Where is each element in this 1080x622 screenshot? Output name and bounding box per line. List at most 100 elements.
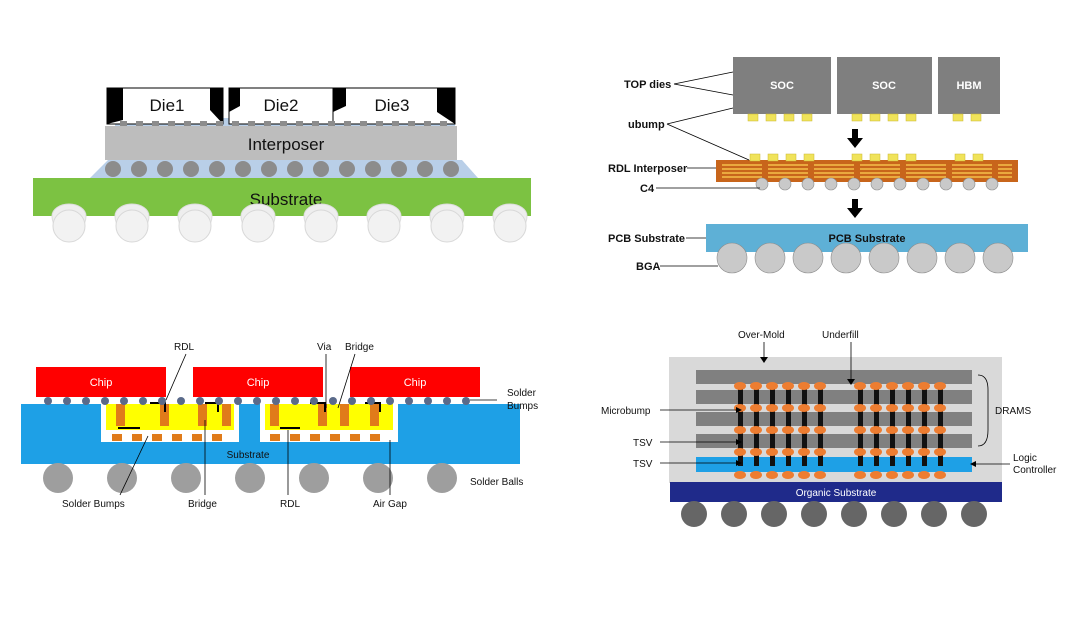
microbump — [902, 426, 914, 434]
cavity-bump — [172, 434, 182, 441]
microbump — [296, 121, 303, 126]
microbump — [918, 448, 930, 456]
microbump — [120, 121, 127, 126]
microbump — [782, 448, 794, 456]
microbump — [934, 448, 946, 456]
microbump — [248, 121, 255, 126]
solder-ball — [363, 463, 393, 493]
solder-bump — [82, 397, 90, 405]
callouts — [119, 353, 497, 496]
cavity-bump — [310, 434, 320, 441]
dram-layer — [696, 412, 972, 426]
c4-bump — [985, 177, 999, 191]
label-bridge-top: Bridge — [345, 342, 374, 353]
c4-bump — [261, 161, 277, 177]
label-over-mold: Over-Mold — [738, 330, 785, 341]
microbump — [886, 448, 898, 456]
microbump — [750, 448, 762, 456]
die-3-label: Die3 — [375, 96, 410, 115]
rdl-bump — [785, 153, 797, 162]
solder-bump — [405, 397, 413, 405]
tsv — [874, 384, 879, 466]
microbump — [782, 426, 794, 434]
c4-bump — [157, 161, 173, 177]
microbump — [168, 121, 175, 126]
microbump — [886, 426, 898, 434]
die-2-edge-left — [229, 88, 240, 112]
chip-3 — [350, 367, 480, 397]
via — [270, 404, 279, 426]
microbump — [870, 404, 882, 412]
microbump — [734, 471, 746, 479]
tsv — [906, 384, 911, 466]
label-rdl-top: RDL — [174, 342, 194, 353]
c4-bump — [801, 177, 815, 191]
solder-bump — [63, 397, 71, 405]
c4-bump — [443, 161, 459, 177]
c4-bump — [962, 177, 976, 191]
microbump — [200, 121, 207, 126]
solder-bump — [101, 397, 109, 405]
microbump — [886, 382, 898, 390]
label-solder-bumps-bottom: Solder Bumps — [62, 499, 125, 510]
c4-bump — [824, 177, 838, 191]
microbump — [814, 404, 826, 412]
bga-ball — [982, 242, 1014, 274]
dram-layers — [696, 370, 972, 448]
ubump — [952, 113, 964, 122]
bga-ball-shade — [115, 209, 149, 243]
microbump — [902, 471, 914, 479]
microbump-grid — [734, 382, 946, 479]
label-rdl-interposer: RDL Interposer — [608, 163, 688, 175]
cavity-bump — [270, 434, 280, 441]
label-tsv-2: TSV — [633, 459, 653, 470]
rdl-top-bumps — [749, 153, 984, 162]
chip-2 — [193, 367, 323, 397]
microbump — [440, 121, 447, 126]
tsv — [890, 384, 895, 466]
c4-bump-row — [105, 161, 459, 177]
ubump-row — [747, 113, 982, 122]
microbump — [814, 471, 826, 479]
microbump — [902, 382, 914, 390]
solder-bump — [272, 397, 280, 405]
bga-ball — [754, 242, 786, 274]
die-group: Die1 Die2 Die3 — [106, 87, 456, 125]
microbump — [870, 471, 882, 479]
c4-bump — [391, 161, 407, 177]
c4-bump — [417, 161, 433, 177]
tsv — [770, 384, 775, 466]
ubump — [905, 113, 917, 122]
chip-1 — [36, 367, 166, 397]
c4-bump — [313, 161, 329, 177]
microbump — [232, 121, 239, 126]
solder-bump — [291, 397, 299, 405]
microbump — [886, 471, 898, 479]
microbump — [902, 448, 914, 456]
microbump — [392, 121, 399, 126]
label-via: Via — [317, 342, 332, 353]
label-top-dies: TOP dies — [624, 79, 671, 91]
bga-ball — [830, 242, 862, 274]
microbump — [750, 382, 762, 390]
panel-rdl-interposer: SOC SOC HBM PCB Substrate — [608, 57, 1028, 274]
rdl-bump — [851, 153, 863, 162]
bga-ball — [906, 242, 938, 274]
interposer-layer — [105, 126, 457, 160]
dram-layer — [696, 370, 972, 384]
c4-bump — [105, 161, 121, 177]
microbump — [766, 448, 778, 456]
cavity-bump — [132, 434, 142, 441]
label-ubump: ubump — [628, 119, 665, 131]
microbump — [918, 404, 930, 412]
c4-bump — [939, 177, 953, 191]
down-arrow-1 — [847, 129, 863, 148]
c4-bump — [893, 177, 907, 191]
solder-bump — [177, 397, 185, 405]
microbump — [870, 382, 882, 390]
solder-bump — [329, 397, 337, 405]
die-1-label: Die1 — [150, 96, 185, 115]
c4-bump — [365, 161, 381, 177]
callouts — [656, 71, 760, 267]
